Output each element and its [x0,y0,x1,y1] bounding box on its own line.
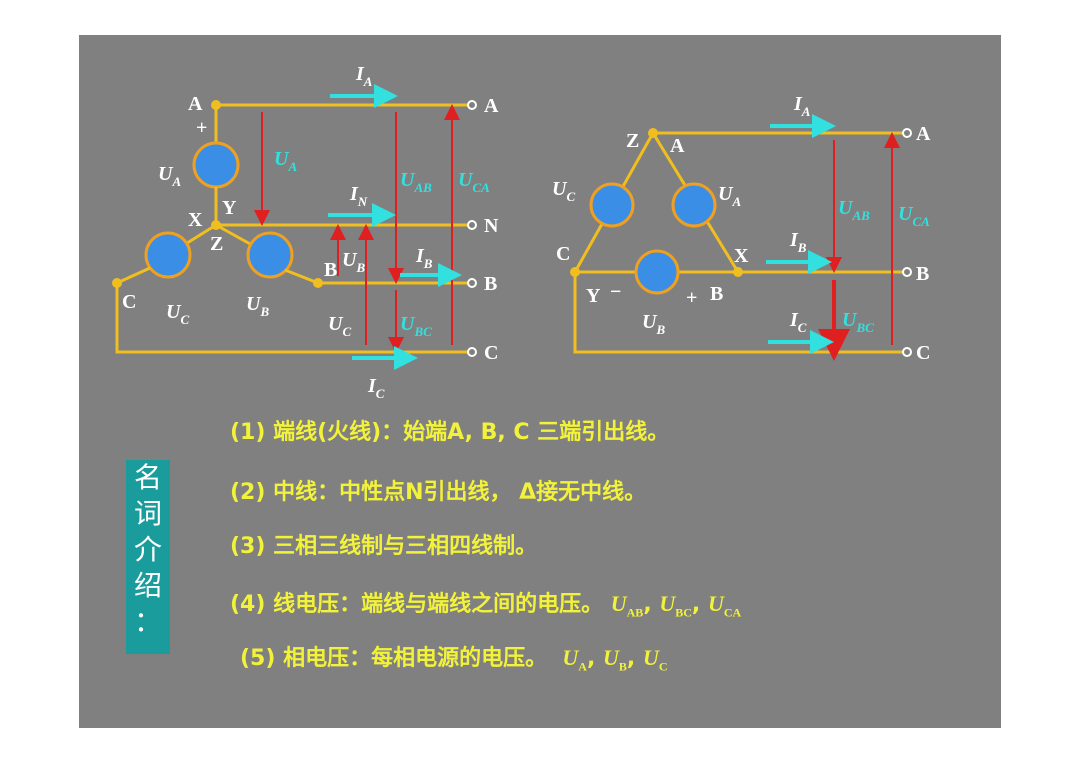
label-in: IN [349,183,368,209]
delta-label-ia: IA [793,93,811,119]
label-ub: UB [246,293,269,319]
node-y: Y [222,197,237,219]
delta-diagram: A B C Z A C X Y − + B UC UA UB UAB UCA U… [552,93,931,364]
sidebar-char: 词 [133,497,162,530]
delta-label-uc: UC [552,178,575,204]
label-ic: IC [367,375,385,401]
terminal-b: B [484,273,497,295]
label-uab: UAB [400,169,432,195]
label-ua: UA [158,163,181,189]
source-ua [192,141,240,189]
sidebar-term-intro: 名 词 介 绍 ： [126,460,170,654]
terminal-c: C [484,342,498,364]
delta-node-y: Y [586,285,601,307]
terminal-n: N [484,215,499,237]
note-2: (2) 中线：中性点N引出线， Δ接无中线。 [230,480,647,505]
delta-node-plus: + [686,287,697,309]
delta-label-ic: IC [789,309,807,335]
delta-node-x: X [734,245,749,267]
delta-label-ua: UA [718,183,741,209]
source-delta-ub [634,249,680,295]
label-uc-arrow: UC [328,313,351,339]
label-ubc: UBC [400,313,432,339]
source-delta-uc [589,182,635,228]
node-plus: + [196,117,207,139]
note-1: (1) 端线(火线)：始端A, B, C 三端引出线。 [230,420,670,445]
delta-node-a: A [670,135,685,157]
note-5: (5) 相电压：每相电源的电压。 UA, UB, UC [240,645,668,674]
source-delta-ua [671,182,717,228]
delta-terminal-a: A [916,123,931,145]
delta-node-minus: − [610,281,621,303]
sidebar-char: 名 [133,461,162,494]
delta-label-ub: UB [642,311,665,337]
label-ib: IB [415,245,433,271]
delta-terminal-b: B [916,263,929,285]
node-c: C [122,291,136,313]
label-ia: IA [355,63,373,89]
sidebar-char: ： [133,605,162,638]
delta-label-ib: IB [789,229,807,255]
label-va: UA [274,148,297,174]
source-ub [246,231,294,279]
delta-node-c: C [556,243,570,265]
delta-label-ubc: UBC [842,309,874,335]
note-3: (3) 三相三线制与三相四线制。 [230,534,538,559]
label-ub-arrow: UB [342,249,365,275]
delta-terminal-c: C [916,342,930,364]
sidebar-char: 绍 [133,569,162,602]
label-uca: UCA [458,169,490,195]
sidebar-char: 介 [133,533,162,566]
label-uc: UC [166,301,189,327]
node-a: A [188,93,203,115]
note-4: (4) 线电压：端线与端线之间的电压。 UAB, UBC, UCA [230,591,742,620]
node-x: X [188,209,203,231]
node-z: Z [210,233,223,255]
star-diagram: A N B C A + Y X Z B C UA UB UC UA UAB UC… [112,63,499,401]
terminal-a: A [484,95,499,117]
delta-label-uca: UCA [898,203,930,229]
node-b: B [324,259,337,281]
delta-label-uab: UAB [838,197,870,223]
delta-node-z: Z [626,130,639,152]
delta-node-b: B [710,283,723,305]
source-uc [144,231,192,279]
